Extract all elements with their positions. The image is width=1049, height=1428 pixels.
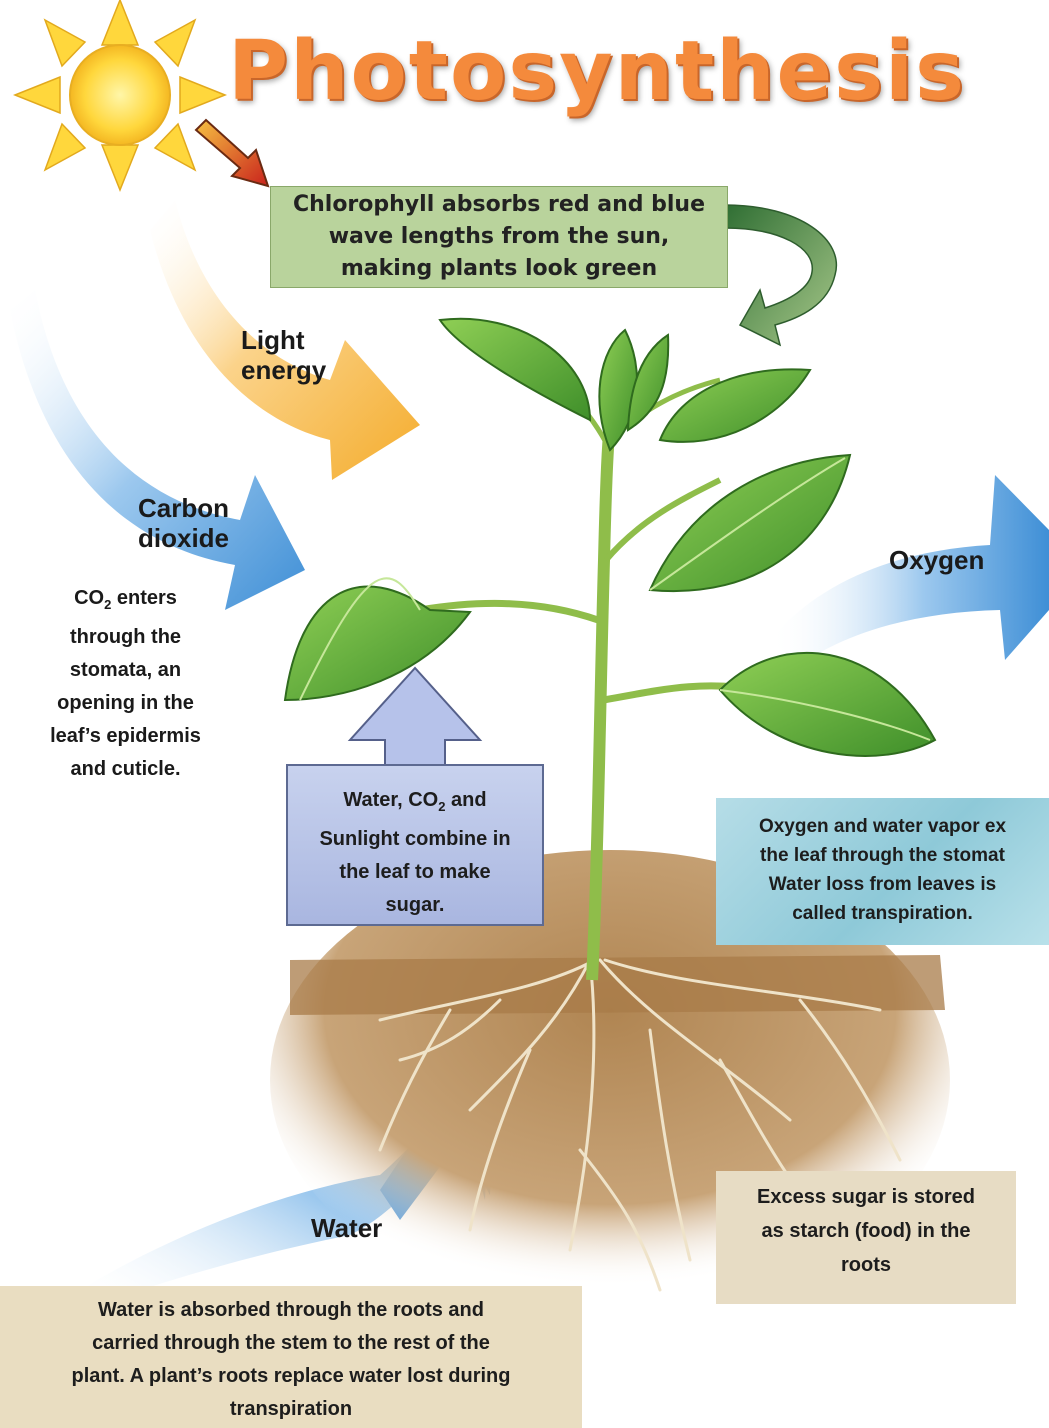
chlorophyll-line-3: making plants look green [271,253,727,285]
curved-green-arrow-icon [725,205,836,345]
starch-line-1: Excess sugar is stored [716,1180,1016,1214]
co2-suffix: enters [111,587,177,609]
water-box: Water is absorbed through the roots and … [0,1286,582,1428]
water-line-2: carried through the stem to the rest of … [0,1327,582,1360]
co2-note-line-6: and cuticle. [18,753,233,786]
red-arrow-icon [196,120,268,186]
chlorophyll-box: Chlorophyll absorbs red and blue wave le… [270,186,728,288]
light-label-line-1: Light [241,325,326,355]
combine-prefix: Water, CO [343,789,438,811]
co2-note-line-3: stomata, an [18,654,233,687]
carbon-dioxide-label: Carbon dioxide [138,493,229,553]
light-label-line-2: energy [241,355,326,385]
combine-line-3: the leaf to make [288,856,542,889]
co2-note-line-2: through the [18,621,233,654]
co2-prefix: CO [74,587,104,609]
water-line-3: plant. A plant’s roots replace water los… [0,1360,582,1393]
water-line-4: transpiration [0,1393,582,1426]
combine-line-2: Sunlight combine in [288,823,542,856]
starch-box: Excess sugar is stored as starch (food) … [716,1171,1016,1304]
starch-line-3: roots [716,1248,1016,1282]
oxygen-line-3: Water loss from leaves is [716,870,1049,899]
co2-label-line-1: Carbon [138,493,229,523]
water-line-1: Water is absorbed through the roots and [0,1294,582,1327]
sun-icon [15,0,225,190]
oxygen-line-1: Oxygen and water vapor ex [716,812,1049,841]
oxygen-line-4: called transpiration. [716,899,1049,928]
starch-line-2: as starch (food) in the [716,1214,1016,1248]
combine-suffix: and [445,789,486,811]
co2-note-line-4: opening in the [18,687,233,720]
title: Photosynthesis [228,22,1043,122]
co2-note: CO2 enters through the stomata, an openi… [18,582,233,786]
chlorophyll-line-2: wave lengths from the sun, [271,221,727,253]
oxygen-label: Oxygen [889,545,984,575]
chlorophyll-line-1: Chlorophyll absorbs red and blue [271,189,727,221]
combine-line-4: sugar. [288,889,542,922]
oxygen-line-2: the leaf through the stomat [716,841,1049,870]
co2-label-line-2: dioxide [138,523,229,553]
combine-line-1: Water, CO2 and [288,784,542,823]
combine-box: Water, CO2 and Sunlight combine in the l… [286,764,544,926]
light-energy-label: Light energy [241,325,326,385]
water-label: Water [311,1213,382,1243]
co2-note-line-1: CO2 enters [18,582,233,621]
oxygen-box: Oxygen and water vapor ex the leaf throu… [716,798,1049,945]
co2-note-line-5: leaf’s epidermis [18,720,233,753]
